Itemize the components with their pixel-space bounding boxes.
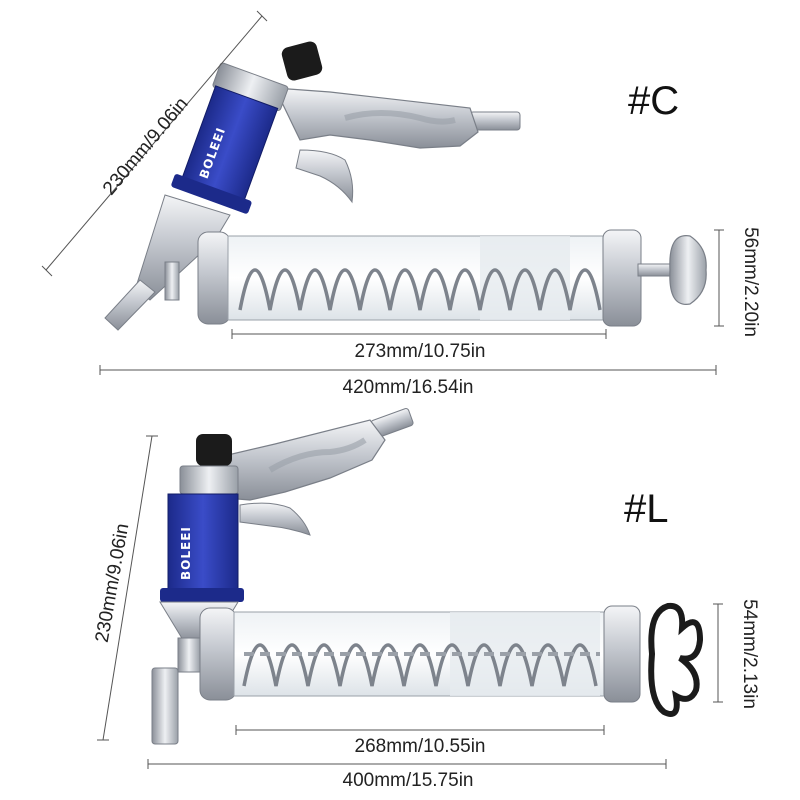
total-length-label-c: 420mm/16.54in: [343, 377, 474, 398]
blue-pump-body-l: [167, 493, 239, 593]
barrel-length-label-c: 273mm/10.75in: [355, 341, 486, 362]
dimensions-c: [41, 10, 724, 375]
nozzle-c: [104, 279, 156, 331]
trigger-c: [295, 149, 354, 204]
diameter-label-c: 56mm/2.20in: [740, 227, 761, 337]
brand-logo-l: BOLEEI: [179, 526, 193, 580]
pistol-grip-l: [214, 419, 386, 501]
grease-gun-c: BOLEEI: [104, 41, 707, 331]
barrel-length-label-l: 268mm/10.55in: [355, 736, 486, 757]
spring-l: [242, 643, 598, 687]
total-length-label-l: 400mm/15.75in: [343, 770, 474, 791]
variant-label-c: #C: [628, 79, 679, 123]
spring-c: [238, 268, 602, 311]
heart-handle-l: [648, 602, 704, 717]
grease-gun-l: BOLEEI: [151, 408, 704, 745]
trigger-l: [239, 502, 311, 536]
air-coupler-c: [469, 111, 521, 131]
t-handle-c: [669, 235, 707, 305]
height-label-l: 230mm/9.06in: [92, 522, 134, 644]
nozzle-l: [151, 667, 179, 745]
dimensions-l: [97, 435, 723, 769]
variant-label-l: #L: [624, 487, 669, 531]
control-knob-c: [281, 41, 323, 81]
control-knob-l: [196, 434, 232, 466]
diameter-label-l: 54mm/2.13in: [739, 599, 760, 709]
pistol-grip-c: [274, 87, 479, 149]
